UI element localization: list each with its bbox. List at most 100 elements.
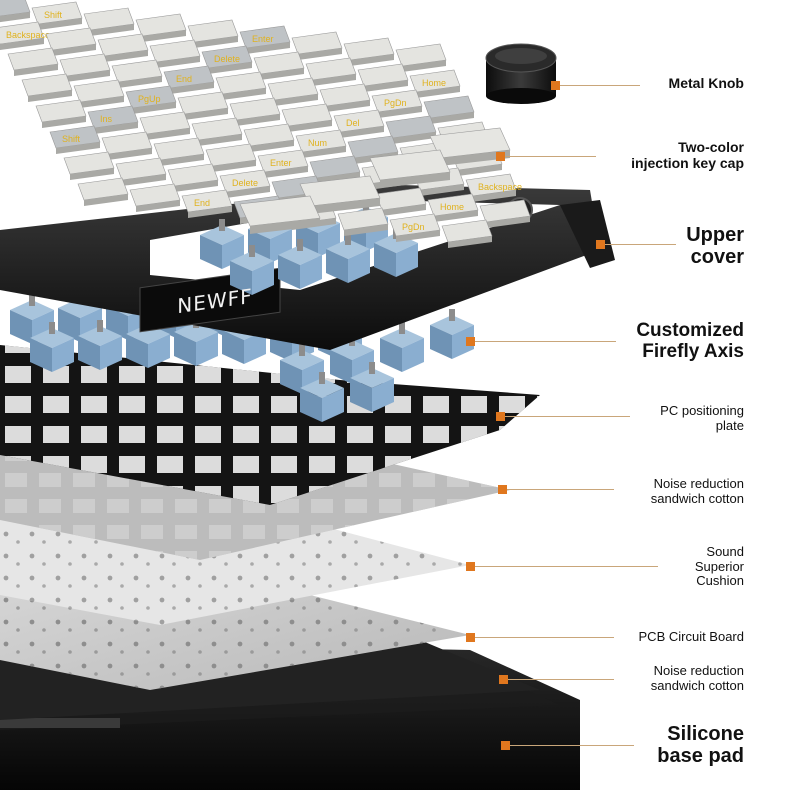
keycap (21, 73, 73, 102)
keycap (115, 157, 167, 186)
pcb-leader-dot (466, 633, 475, 642)
keycap (177, 91, 229, 120)
keycap (395, 43, 447, 72)
keycap (319, 83, 371, 112)
keycap (291, 31, 343, 60)
keycap (253, 51, 305, 80)
keycap-legend: PgUp (138, 94, 161, 104)
keycap (281, 103, 333, 132)
pcb-leader-line (470, 637, 614, 638)
keycap (479, 199, 531, 228)
metal-knob-label: Metal Knob (668, 75, 744, 92)
switch (430, 309, 474, 359)
keycap (35, 99, 87, 128)
keycap: PgDn (371, 89, 423, 118)
keycap-legend: Backspace (478, 182, 522, 192)
keycap (369, 149, 451, 188)
keycap (129, 183, 181, 212)
keycap (83, 7, 135, 36)
upper-cover-leader-line (600, 244, 676, 245)
keycap: Backspace (465, 173, 522, 202)
two-color-keycap-leader-line (500, 156, 596, 157)
metal-knob-label-line: Metal Knob (668, 75, 744, 91)
firefly-axis-leader-line (470, 341, 616, 342)
keycap: PgDn (389, 213, 441, 242)
pc-plate-layer (0, 345, 540, 505)
pcb-label: PCB Circuit Board (638, 629, 744, 645)
sandwich-cotton-1-label-line: sandwich cotton (650, 490, 744, 506)
two-color-keycap-label-line: injection key cap (631, 154, 744, 171)
pc-plate-label-line: plate (715, 417, 744, 433)
keycap-legend: Num (308, 138, 327, 148)
keycap-legend: Shift (44, 10, 63, 20)
pcb-label-line: PCB Circuit Board (638, 629, 744, 644)
switch (78, 320, 122, 370)
keycap: Del (333, 109, 385, 138)
keycap (229, 97, 281, 126)
keycap (243, 123, 295, 152)
switch (126, 318, 170, 368)
keycap-layer: ShiftEnterBackspaceDeleteHomeEndPgDnPgUp… (0, 0, 531, 248)
keycap (73, 79, 125, 108)
keycap-legend: Ins (100, 114, 113, 124)
keycap-legend: Shift (62, 134, 81, 144)
keycap (101, 131, 153, 160)
keycap (139, 111, 191, 140)
keycap (153, 137, 205, 166)
keycap (0, 0, 31, 23)
keycap (423, 95, 475, 124)
keycap (343, 37, 395, 66)
keycap (385, 115, 437, 144)
keycap-legend: Home (440, 202, 464, 212)
cushion-leader-dot (466, 562, 475, 571)
sandwich-cotton-2-leader-line (503, 679, 614, 680)
keycap (205, 143, 257, 172)
keycap (191, 117, 243, 146)
switch (200, 219, 244, 269)
keycap-legend: PgDn (402, 222, 425, 232)
keycap: End (163, 65, 215, 94)
upper-cover-label-line: Upper (686, 224, 744, 246)
keycap-legend: Backspace (6, 30, 50, 40)
switch (230, 245, 274, 295)
cushion-leader-line (470, 566, 658, 567)
keycap (239, 195, 321, 234)
keycap (149, 39, 201, 68)
keycap (267, 77, 319, 106)
pc-plate-leader-line (500, 416, 630, 417)
keycap: Delete (219, 169, 271, 198)
keycap (45, 27, 97, 56)
keycap (97, 33, 149, 62)
keycap (111, 59, 163, 88)
sandwich-cotton-2-label-line: sandwich cotton (650, 677, 744, 693)
keycap: Num (295, 129, 347, 158)
keycap-legend: PgDn (384, 98, 407, 108)
firefly-axis-leader-dot (466, 337, 475, 346)
keycap (215, 71, 267, 100)
keycap-legend: End (176, 74, 192, 84)
cushion-label-line: Superior (694, 558, 744, 574)
keycap: Enter (257, 149, 309, 178)
keycap (305, 57, 357, 86)
keycap (77, 177, 129, 206)
keycap-legend: Home (422, 78, 446, 88)
two-color-keycap-label-line: Two-color (678, 139, 744, 155)
keycap: Shift (31, 1, 83, 30)
sandwich-cotton-1-leader-dot (498, 485, 507, 494)
keycap: Backspace (0, 21, 50, 50)
keycap (63, 151, 115, 180)
keycap-legend: Delete (214, 54, 240, 64)
keycap (337, 207, 389, 236)
switch (326, 233, 370, 283)
switch (300, 372, 344, 422)
keycap (299, 175, 381, 214)
keycap-legend: Delete (232, 178, 258, 188)
switch (30, 322, 74, 372)
metal-knob-illustration (485, 43, 557, 104)
